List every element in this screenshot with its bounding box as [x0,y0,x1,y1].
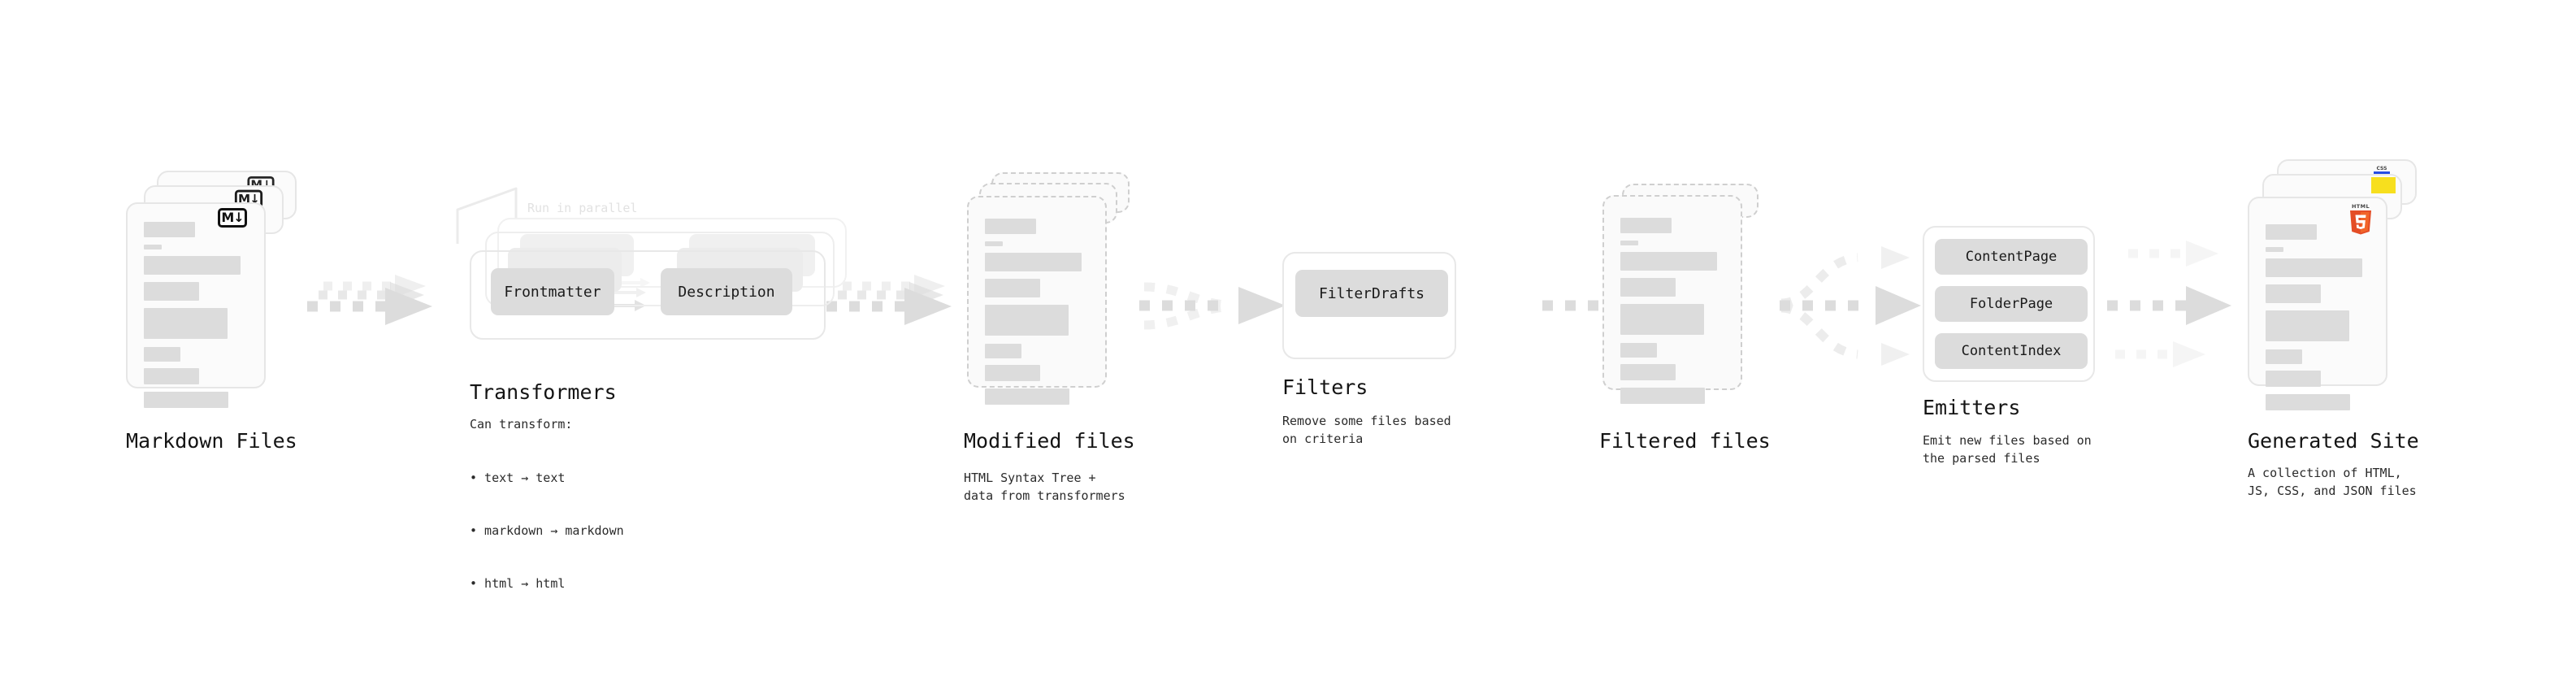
markdown-files-title: Markdown Files [126,429,297,453]
transformers-title: Transformers [470,380,617,404]
arrow-modified-to-filters [1139,282,1286,330]
doc-line [1620,388,1705,404]
doc-line [2266,224,2317,240]
bullet-item: • markdown → markdown [470,523,624,538]
transformers-panel: Frontmatter Description [470,250,826,340]
arrow-filtered-to-emitters [1780,246,1921,366]
chip-label: FilterDrafts [1318,284,1425,302]
doc-line [2266,258,2362,277]
emitters-title: Emitters [1923,396,2021,419]
chip-label: Frontmatter [504,283,601,301]
svg-text:HTML: HTML [2352,203,2370,210]
emitter-chip-folderpage[interactable]: FolderPage [1935,286,2088,322]
doc-line [1620,364,1676,380]
modified-files-title: Modified files [964,429,1135,453]
filter-chip-filterdrafts[interactable]: FilterDrafts [1295,270,1448,317]
doc-line [985,365,1040,381]
html5-icon: HTML [2347,202,2374,235]
doc-line [1620,343,1657,358]
transformer-chip-description[interactable]: Description [661,268,792,315]
doc-line [1620,218,1672,233]
js-icon [2371,177,2396,193]
transformer-chip-frontmatter[interactable]: Frontmatter [491,268,614,315]
emitter-chip-contentindex[interactable]: ContentIndex [1935,333,2088,369]
chip-label: ContentIndex [1961,343,2062,359]
arrow-emitters-to-site [2107,241,2231,367]
doc-line [2266,284,2321,303]
doc-line [2266,349,2302,364]
svg-text:CSS: CSS [2377,166,2387,171]
doc-line [2266,394,2350,410]
doc-line [985,344,1021,358]
modified-file-card-front [967,196,1107,405]
bullet-item: • html → html [470,576,566,591]
transformers-subtitle: Can transform: [470,417,573,432]
doc-line [985,279,1040,297]
doc-line [2266,247,2283,252]
chip-label: FolderPage [1969,296,2053,312]
doc-line [144,245,162,249]
filters-title: Filters [1282,375,1368,399]
chip-label: Description [678,283,775,301]
doc-line [144,222,195,237]
transformers-bullets: • text → text • markdown → markdown • ht… [470,434,624,628]
arrow-markdown-to-transformers [307,275,432,325]
doc-line [1620,278,1676,297]
doc-line [985,241,1003,246]
doc-line [2266,310,2349,341]
generated-site-title: Generated Site [2248,429,2419,453]
doc-line [1620,252,1717,271]
doc-line [985,388,1069,405]
emitter-chip-contentpage[interactable]: ContentPage [1935,239,2088,275]
filters-subtitle: Remove some files based on criteria [1282,414,1451,446]
doc-line [144,308,228,339]
doc-line [144,256,241,275]
doc-line [144,347,180,362]
run-in-parallel-note: Run in parallel [527,201,638,215]
doc-line [985,305,1069,336]
filtered-file-card-front [1602,195,1742,404]
doc-line [144,368,199,384]
generated-site-subtitle: A collection of HTML, JS, CSS, and JSON … [2248,466,2417,498]
doc-line [1620,241,1638,245]
chip-label: ContentPage [1965,249,2058,265]
emitters-subtitle: Emit new files based on the parsed files [1923,433,2092,466]
filters-panel: FilterDrafts [1282,252,1456,359]
markdown-file-card-front [126,202,266,408]
doc-line [144,392,228,408]
bullet-item: • text → text [470,470,566,485]
modified-files-subtitle: HTML Syntax Tree + data from transformer… [964,471,1125,503]
site-file-card-html [2248,197,2387,410]
emitters-panel: ContentPage FolderPage ContentIndex [1923,226,2095,382]
doc-line [2266,371,2321,387]
doc-line [1620,304,1704,335]
doc-line [985,253,1082,271]
doc-line [144,282,199,301]
arrow-transformers-to-modified [826,275,952,325]
markdown-icon: M↓ [218,208,247,228]
css-icon: CSS [2371,164,2392,174]
filtered-files-title: Filtered files [1599,429,1771,453]
doc-line [985,219,1036,234]
